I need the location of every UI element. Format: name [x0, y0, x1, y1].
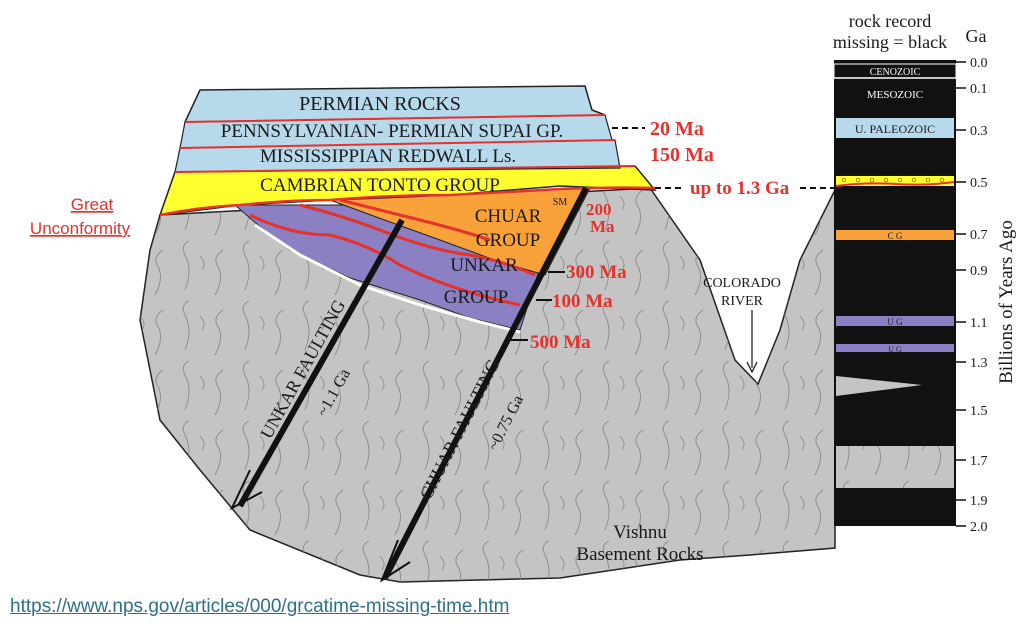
chuar-fault-arrow — [379, 539, 411, 583]
axis-tick-label: 2.0 — [970, 520, 988, 535]
unkar-band-2-label: U G — [888, 345, 902, 354]
column-header-1: rock record — [849, 11, 931, 31]
colorado-river-label-2: RIVER — [721, 294, 764, 309]
unkar-band-1-label: U G — [887, 317, 903, 327]
cenozoic-label: CENOZOIC — [870, 67, 921, 78]
great-unconformity-label-2: Unconformity — [30, 219, 131, 238]
basement-wedge-in-column — [836, 376, 922, 396]
unkar-band-2 — [836, 344, 954, 352]
column-unit-ga: Ga — [966, 26, 987, 46]
permian-layer — [183, 85, 606, 123]
gap-150ma: 150 Ma — [650, 144, 714, 166]
label-sm: SM — [553, 197, 568, 208]
axis-tick-label: 1.9 — [970, 494, 988, 509]
unkar-fault-arrow — [229, 469, 263, 511]
contact-lines — [174, 114, 636, 173]
time-axis: 0.0 0.1 0.3 0.5 0.7 0.9 1.1 1.3 1.5 1.7 1.9 2.0 — [956, 56, 988, 535]
label-redwall: MISSISSIPPIAN REDWALL Ls. — [260, 146, 516, 167]
column-header-2: missing = black — [833, 32, 947, 52]
gap-1-3ga: up to 1.3 Ga — [690, 178, 790, 199]
axis-tick-label: 0.5 — [970, 176, 988, 191]
vishnu-label-2: Basement Rocks — [576, 544, 703, 565]
gap-300ma: 300 Ma — [566, 262, 627, 283]
vishnu-label-1: Vishnu — [613, 522, 667, 543]
basement-band-texture — [836, 446, 954, 488]
great-unconformity-label-1: Great — [71, 195, 114, 214]
label-chuar-1: CHUAR — [475, 206, 542, 227]
axis-tick-label: 0.7 — [970, 228, 988, 243]
gap-20ma: 20 Ma — [650, 118, 704, 140]
axis-tick-label: 1.7 — [970, 454, 988, 469]
tonto-band-base — [835, 181, 955, 187]
wedge-unconformity-lines — [249, 198, 536, 307]
gap-200ma-a: 200 — [586, 200, 612, 219]
great-unconformity-line — [159, 186, 656, 217]
axis-tick-label: 0.1 — [970, 82, 988, 97]
label-chuar-2: GROUP — [476, 230, 540, 251]
gap-500ma: 500 Ma — [530, 332, 591, 353]
label-supai: PENNSYLVANIAN- PERMIAN SUPAI GP. — [221, 121, 563, 142]
label-unkar-2: GROUP — [444, 287, 508, 308]
white-wedge-base-line — [254, 223, 521, 334]
unkar-fault-line — [237, 218, 405, 508]
axis-tick-label: 0.9 — [970, 264, 988, 279]
label-unkar-1: UNKAR — [450, 255, 518, 276]
tonto-pebbles — [836, 176, 954, 186]
u-paleozoic-label: U. PALEOZOIC — [855, 122, 935, 136]
axis-tick-label: 0.3 — [970, 124, 988, 139]
colorado-river-label-1: COLORADO — [703, 276, 781, 291]
label-permian: PERMIAN ROCKS — [299, 93, 461, 115]
axis-tick-label: 0.0 — [970, 56, 988, 71]
gap-200ma-b: Ma — [590, 217, 615, 236]
time-axis-title: Billions of Years Ago — [996, 220, 1017, 384]
source-link[interactable]: https://www.nps.gov/articles/000/grcatim… — [10, 596, 510, 617]
chuar-fault-line — [382, 186, 589, 580]
mesozoic-label: MESOZOIC — [867, 89, 923, 101]
chuar-band-label: C G — [888, 231, 903, 241]
river-arrowhead — [746, 361, 758, 374]
chuar-band — [836, 230, 954, 240]
gap-100ma: 100 Ma — [552, 291, 613, 312]
u-paleozoic-band — [836, 118, 954, 138]
axis-tick-label: 1.1 — [970, 316, 988, 331]
axis-tick-label: 1.5 — [970, 404, 988, 419]
label-tonto: CAMBRIAN TONTO GROUP — [260, 175, 500, 196]
unkar-band-1 — [836, 316, 954, 326]
axis-tick-label: 1.3 — [970, 356, 988, 371]
